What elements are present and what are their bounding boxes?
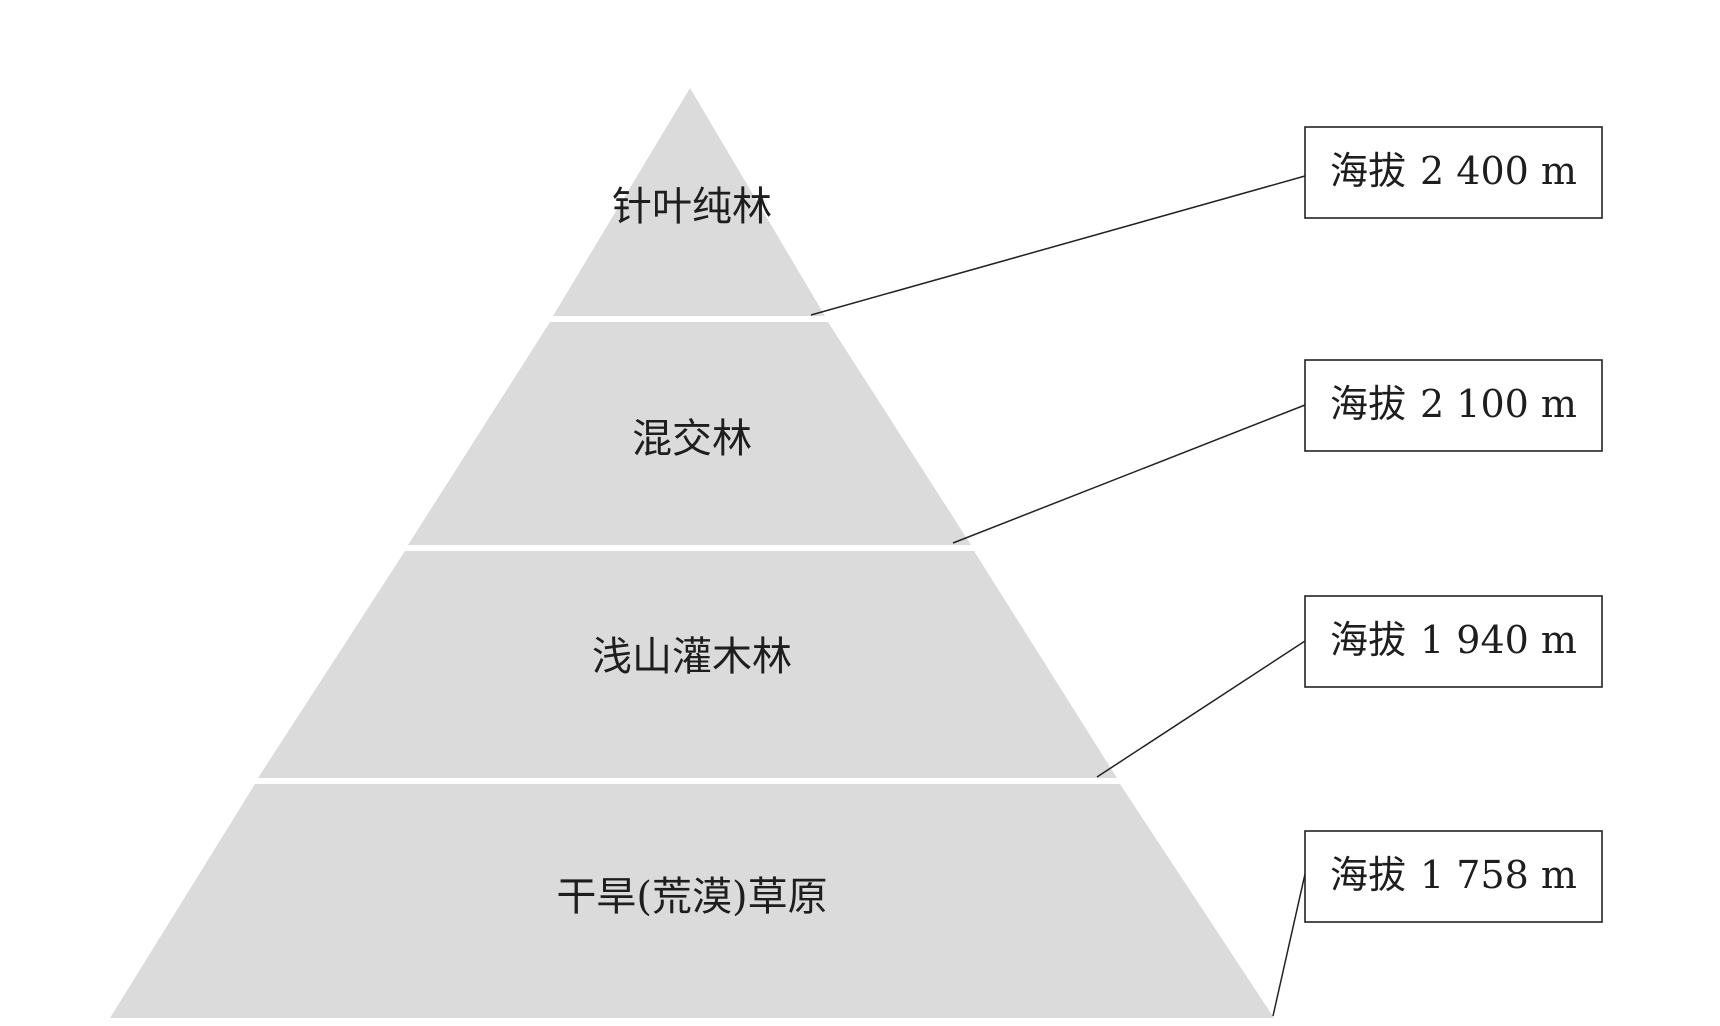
tier-shape-coniferous-forest (553, 88, 825, 316)
tier-shape-mixed-forest (408, 322, 971, 545)
altitude-callout-1940: 海拔 1 940 m (1304, 595, 1603, 688)
callout-value: 2 400 m (1420, 149, 1577, 193)
svg-text:海拔1 758 m: 海拔 1 758 m (1330, 853, 1577, 897)
leader-line-1940 (1096, 640, 1306, 778)
callout-value: 1 940 m (1420, 618, 1577, 662)
svg-text:海拔1 940 m: 海拔 1 940 m (1330, 618, 1577, 662)
leader-line-1758 (1272, 873, 1306, 1017)
callout-value: 2 100 m (1420, 382, 1577, 426)
tier-label-mixed-forest: 混交林 (632, 416, 752, 462)
callout-label: 海拔 (1330, 149, 1406, 193)
callout-box (1304, 595, 1603, 688)
tier-label-shrub-forest: 浅山灌木林 (592, 634, 792, 680)
tier-shape-shrub-forest (258, 551, 1117, 778)
tier-label-steppe: 干旱(荒漠)草原 (556, 874, 827, 920)
callout-box (1304, 830, 1603, 923)
altitude-callout-1758: 海拔 1 758 m (1304, 830, 1603, 923)
svg-text:海拔2 400 m: 海拔 2 400 m (1330, 149, 1577, 193)
callout-value: 1 758 m (1420, 853, 1577, 897)
callout-label: 海拔 (1330, 618, 1406, 662)
leader-line-2400 (810, 175, 1306, 316)
altitude-callout-2100: 海拔 2 100 m (1304, 359, 1603, 452)
callout-label: 海拔 (1330, 853, 1406, 897)
leader-line-2100 (952, 404, 1306, 544)
tier-shape-steppe (110, 784, 1274, 1018)
svg-text:海拔2 100 m: 海拔 2 100 m (1330, 382, 1577, 426)
callout-box (1304, 359, 1603, 452)
altitude-callout-2400: 海拔 2 400 m (1304, 126, 1603, 219)
callout-box (1304, 126, 1603, 219)
tier-label-coniferous-forest: 针叶纯林 (612, 184, 772, 230)
callout-label: 海拔 (1330, 382, 1406, 426)
